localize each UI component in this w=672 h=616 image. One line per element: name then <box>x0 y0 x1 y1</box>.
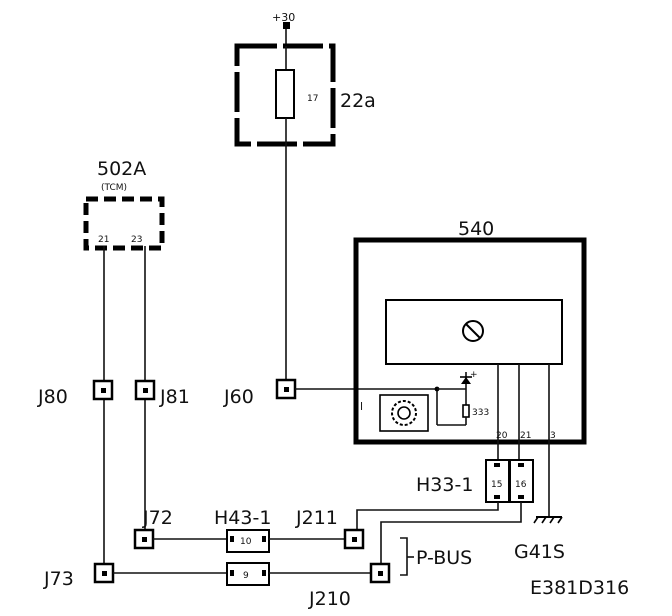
junction-j210 <box>369 562 391 584</box>
module-a-pin-23: 23 <box>131 235 142 245</box>
connector-h33 <box>485 459 534 503</box>
fuse-number: 17 <box>307 94 318 104</box>
module-b-pin-3: 3 <box>550 431 556 441</box>
fuse-box-22a: 17 <box>234 43 336 147</box>
supply-label: +30 <box>272 11 295 24</box>
module-b-pin-20: 20 <box>496 431 508 441</box>
motor-icon <box>462 320 484 342</box>
junction-j73 <box>93 562 115 584</box>
wire-h33-j211 <box>356 502 499 530</box>
wire-h33-j210 <box>380 502 522 566</box>
bus-bracket <box>400 537 408 576</box>
supply-terminal <box>283 22 290 29</box>
module-b-inner <box>385 299 563 365</box>
diode-label: + <box>470 370 478 380</box>
connector-h33-label: H33-1 <box>416 474 473 496</box>
module-a-box <box>83 196 165 251</box>
module-a-label: 502A <box>97 158 146 180</box>
connector-h33-pin-16: 16 <box>515 480 527 490</box>
fuse-symbol <box>275 69 295 119</box>
junction-j73-label: J73 <box>43 568 74 590</box>
junction-j211-label: J211 <box>295 507 338 529</box>
junction-j81 <box>134 379 156 401</box>
dial-frame <box>379 394 429 432</box>
ground-icon <box>533 510 563 524</box>
module-b-box <box>353 237 587 445</box>
junction-j80 <box>92 379 114 401</box>
connector-h43-pin-10: 10 <box>240 537 252 547</box>
module-a-subtitle: (TCM) <box>101 183 127 193</box>
resistor-label: 333 <box>472 408 489 418</box>
connector-h43-pin-9: 9 <box>243 571 249 581</box>
module-a-pin-21: 21 <box>98 235 109 245</box>
diode-icon <box>460 372 472 405</box>
junction-j60-label: J60 <box>223 386 254 408</box>
dial-icon <box>391 400 417 426</box>
fuse-box-label: 22a <box>340 90 376 112</box>
resistor-icon <box>462 404 470 418</box>
junction-j211 <box>343 528 365 550</box>
junction-j72-label: J72 <box>142 507 173 529</box>
ground-label: G41S <box>514 541 565 563</box>
connector-h43-label: H43-1 <box>214 507 271 529</box>
module-b-label: 540 <box>458 218 494 240</box>
junction-j210-label: J210 <box>308 588 351 610</box>
junction-j60 <box>275 378 297 400</box>
diagram-id: E381D316 <box>530 577 629 599</box>
connector-h33-pin-15: 15 <box>491 480 502 490</box>
module-b-side-label: l <box>360 400 363 413</box>
junction-j72 <box>133 528 155 550</box>
connector-h43 <box>226 529 270 586</box>
module-b-pin-21: 21 <box>520 431 531 441</box>
bus-label: P-BUS <box>416 547 472 569</box>
junction-j81-label: J81 <box>159 386 190 408</box>
junction-j80-label: J80 <box>37 386 68 408</box>
